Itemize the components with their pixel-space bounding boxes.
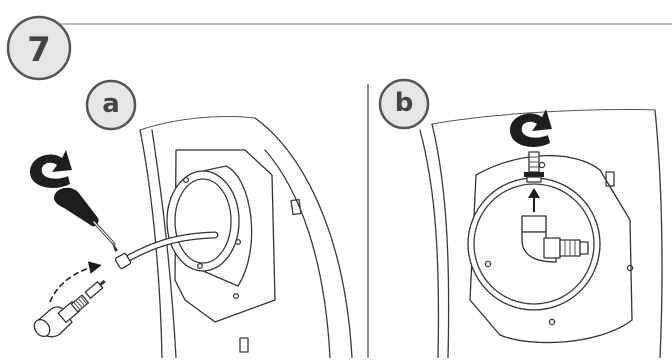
panel-a-label: a: [102, 89, 120, 119]
panel-a: a: [30, 81, 352, 358]
screwdriver-icon: [54, 188, 118, 252]
step-badge: 7: [8, 17, 70, 79]
panel-b-badge: b: [380, 80, 428, 128]
panel-a-badge: a: [87, 81, 135, 129]
elbow-fitting-icon: [31, 278, 107, 339]
panel-b-label: b: [395, 88, 414, 118]
rotate-arrow-icon: [510, 109, 552, 147]
step-number: 7: [27, 30, 51, 70]
panel-b: b: [380, 80, 662, 358]
rotate-arrow-icon: [30, 150, 72, 188]
